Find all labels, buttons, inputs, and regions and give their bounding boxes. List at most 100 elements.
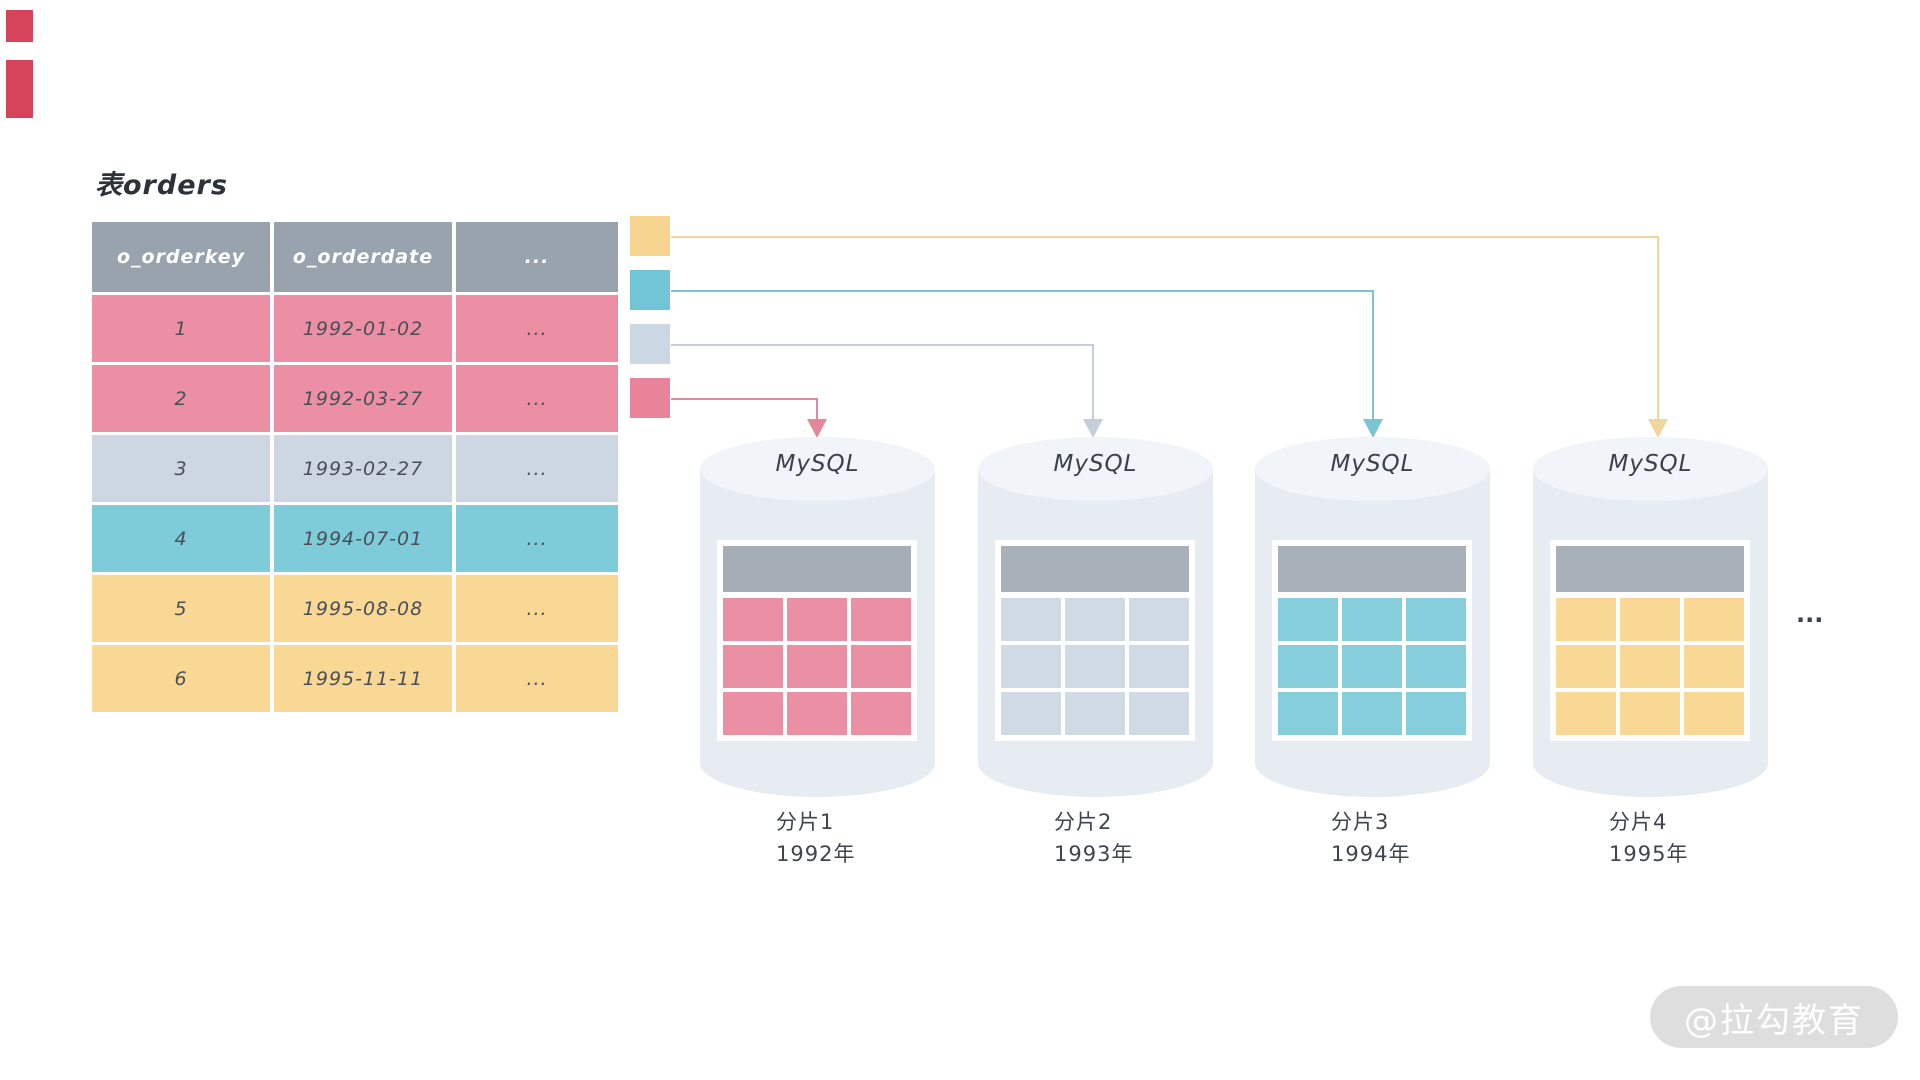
mini-table-cell — [787, 692, 847, 735]
table-row: 3 1993-02-27 ... — [92, 435, 618, 502]
cell-orderkey: 2 — [92, 365, 270, 432]
table-row: 2 1992-03-27 ... — [92, 365, 618, 432]
mini-table-cell — [787, 598, 847, 641]
mini-table-cell — [1129, 645, 1189, 688]
legend-swatch-cyan — [630, 270, 670, 310]
cell-orderdate: 1995-11-11 — [274, 645, 452, 712]
cell-orderkey: 4 — [92, 505, 270, 572]
shard-name: 分片4 — [1609, 810, 1668, 834]
mini-table — [1550, 540, 1750, 741]
cell-more: ... — [456, 365, 618, 432]
legend-swatch-yellow — [630, 216, 670, 256]
mini-table-cell — [1342, 692, 1402, 735]
mini-table-header — [1556, 546, 1744, 592]
shard-name: 分片1 — [776, 810, 835, 834]
mini-table — [995, 540, 1195, 741]
mini-table-cell — [1406, 692, 1466, 735]
mini-table-cell — [1684, 645, 1744, 688]
mini-table-cell — [851, 645, 911, 688]
mini-table-cell — [1001, 692, 1061, 735]
cell-orderdate: 1992-01-02 — [274, 295, 452, 362]
mini-table-cell — [1065, 598, 1125, 641]
mini-table-grid — [723, 598, 911, 735]
table-header-row: o_orderkey o_orderdate ... — [92, 222, 618, 292]
mini-table-cell — [1620, 598, 1680, 641]
shard-name: 分片2 — [1054, 810, 1113, 834]
mini-table-cell — [787, 645, 847, 688]
mini-table-cell — [1406, 645, 1466, 688]
mini-table-grid — [1278, 598, 1466, 735]
mini-table-grid — [1001, 598, 1189, 735]
cell-orderkey: 6 — [92, 645, 270, 712]
cell-orderdate: 1995-08-08 — [274, 575, 452, 642]
mini-table-cell — [1129, 692, 1189, 735]
mini-table-cell — [1556, 692, 1616, 735]
shard-label-4: 分片4 1995年 — [1609, 806, 1769, 870]
more-shards-ellipsis: ... — [1796, 600, 1824, 628]
mysql-cylinder-shard1: MySQL — [700, 437, 935, 797]
cell-orderdate: 1992-03-27 — [274, 365, 452, 432]
mini-table-cell — [723, 692, 783, 735]
legend-swatch-gray — [630, 324, 670, 364]
mysql-cylinder-shard2: MySQL — [978, 437, 1213, 797]
mini-table-cell — [1001, 645, 1061, 688]
cell-orderkey: 1 — [92, 295, 270, 362]
shard-year: 1994年 — [1331, 842, 1411, 866]
mini-table-cell — [851, 692, 911, 735]
orders-table: o_orderkey o_orderdate ... 1 1992-01-02 … — [92, 222, 618, 715]
mysql-label: MySQL — [775, 451, 860, 477]
shard-name: 分片3 — [1331, 810, 1390, 834]
column-header-more: ... — [456, 222, 618, 292]
cylinder-top — [1533, 437, 1768, 501]
mysql-label: MySQL — [1330, 451, 1415, 477]
cylinder-top — [978, 437, 1213, 501]
red-edge-mark — [6, 10, 33, 42]
mini-table-cell — [1278, 692, 1338, 735]
mini-table-cell — [851, 598, 911, 641]
shard-label-2: 分片2 1993年 — [1054, 806, 1214, 870]
cell-orderdate: 1993-02-27 — [274, 435, 452, 502]
mini-table-cell — [1556, 598, 1616, 641]
table-row: 1 1992-01-02 ... — [92, 295, 618, 362]
mini-table-cell — [1342, 598, 1402, 641]
arrow-to-shard4 — [671, 236, 1668, 438]
mysql-cylinder-shard4: MySQL — [1533, 437, 1768, 797]
mini-table-cell — [1278, 598, 1338, 641]
cell-more: ... — [456, 295, 618, 362]
watermark-badge: @拉勾教育 — [1650, 986, 1898, 1048]
shard-year: 1993年 — [1054, 842, 1134, 866]
mini-table-cell — [1684, 692, 1744, 735]
mini-table-header — [1001, 546, 1189, 592]
shard-year: 1995年 — [1609, 842, 1689, 866]
arrow-to-shard3 — [671, 290, 1383, 438]
cell-more: ... — [456, 645, 618, 712]
mini-table-cell — [1065, 645, 1125, 688]
mini-table-grid — [1556, 598, 1744, 735]
mini-table-cell — [1406, 598, 1466, 641]
cylinder-top — [1255, 437, 1490, 501]
mini-table-header — [723, 546, 911, 592]
mini-table-cell — [1620, 692, 1680, 735]
mini-table-cell — [1684, 598, 1744, 641]
arrow-to-shard2 — [671, 344, 1103, 438]
table-row: 6 1995-11-11 ... — [92, 645, 618, 712]
mini-table-cell — [1065, 692, 1125, 735]
shard-year: 1992年 — [776, 842, 856, 866]
mini-table-cell — [1129, 598, 1189, 641]
mini-table-cell — [1001, 598, 1061, 641]
cell-orderkey: 5 — [92, 575, 270, 642]
mysql-cylinder-shard3: MySQL — [1255, 437, 1490, 797]
column-header-orderkey: o_orderkey — [92, 222, 270, 292]
shard-label-1: 分片1 1992年 — [776, 806, 936, 870]
mysql-label: MySQL — [1608, 451, 1693, 477]
mini-table-cell — [723, 645, 783, 688]
shard-label-3: 分片3 1994年 — [1331, 806, 1491, 870]
arrow-to-shard1 — [671, 398, 827, 438]
mini-table-cell — [1278, 645, 1338, 688]
cylinder-top — [700, 437, 935, 501]
cell-orderkey: 3 — [92, 435, 270, 502]
cell-more: ... — [456, 505, 618, 572]
mini-table-cell — [723, 598, 783, 641]
table-title: 表orders — [95, 170, 228, 201]
